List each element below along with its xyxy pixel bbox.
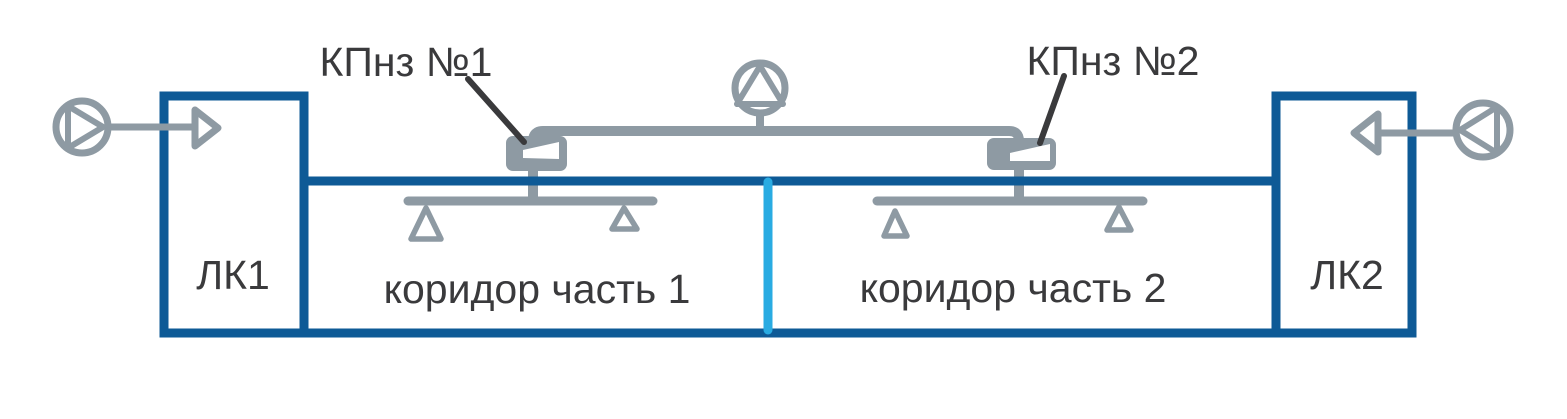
vent-triangle-icon — [1104, 204, 1134, 233]
smoke-exhaust-fan-icon — [731, 59, 789, 134]
fan-blade-triangle — [734, 63, 786, 107]
airflow-arrow-lk2-icon — [1350, 110, 1382, 156]
fire-damper-kpnz2-icon — [987, 138, 1056, 170]
airflow-arrow-lk1-icon — [191, 106, 222, 150]
exhaust-duct — [528, 126, 1024, 204]
vent-triangle-icon — [609, 205, 640, 232]
fan-blade-triangle — [65, 103, 106, 151]
label-corridor2: коридор часть 2 — [860, 265, 1167, 311]
label-corridor1: коридор часть 1 — [384, 266, 691, 312]
kpnz1-leader-line — [465, 76, 527, 145]
grille-corridor1-icon — [403, 196, 658, 242]
fire-damper-kpnz1-icon — [506, 136, 567, 171]
grille-corridor2-icon — [872, 196, 1148, 239]
vent-triangle-icon — [408, 205, 444, 242]
label-lk2: ЛК2 — [1310, 252, 1384, 298]
vent-triangle-icon — [881, 208, 910, 239]
supply-fan-lk2-icon — [1452, 99, 1514, 161]
label-kpnz2: КПнз №2 — [1027, 38, 1200, 84]
label-lk1: ЛК1 — [196, 252, 270, 298]
supply-fan-lk1-icon — [52, 97, 112, 157]
label-kpnz1: КПнз №1 — [320, 39, 493, 85]
kpnz2-leader-line — [1037, 73, 1067, 146]
fan-blade-triangle — [1457, 104, 1500, 156]
stairwell-lk2-room — [1271, 91, 1417, 338]
